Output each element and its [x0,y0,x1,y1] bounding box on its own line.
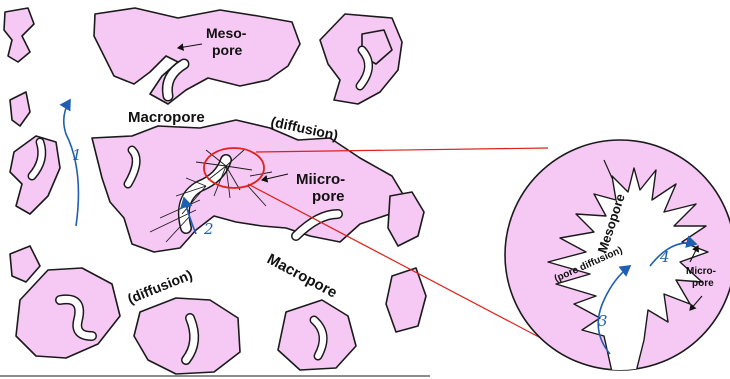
macropore-label-lower: Macropore [264,251,340,302]
macropore-label-upper: Macropore [128,109,205,126]
micropore-label-line2: pore [312,188,345,205]
grain [320,14,402,104]
micropore-zoom-label-line1: Micro- [686,266,716,277]
grain [4,8,34,62]
step-number-4: 4 [659,248,670,266]
step-number-3: 3 [598,312,608,330]
grain-mesopore [94,8,300,104]
step-number-1: 1 [72,146,82,164]
grain [388,192,424,246]
grain [386,268,426,332]
grain [10,92,30,126]
step-number-2: 2 [203,220,214,238]
grain [16,268,120,358]
grain [10,246,40,282]
mesopore-label-line2: pore [212,42,243,58]
mesopore-label-line1: Meso- [206,25,247,41]
micropore-label-line1: Miicro- [296,171,345,188]
grains-group [4,8,426,374]
micropore-zoom-label-line2: pore [692,278,714,289]
